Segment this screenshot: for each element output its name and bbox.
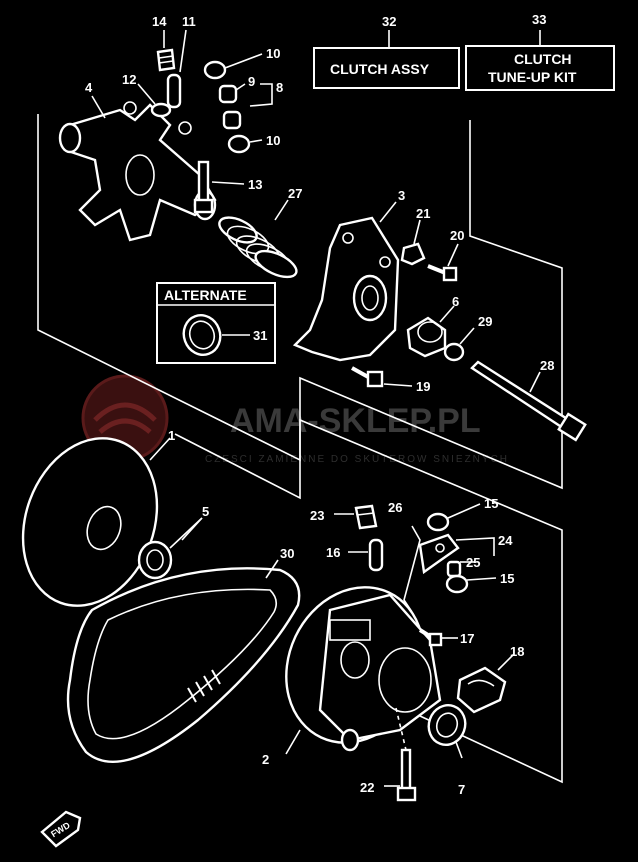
callout-27: 27 — [288, 186, 302, 201]
ring-7[interactable] — [423, 700, 471, 750]
bushing-6[interactable] — [406, 316, 447, 358]
callout-7: 7 — [458, 782, 465, 797]
callout-8: 8 — [276, 80, 283, 95]
nut-10-top[interactable] — [203, 60, 227, 80]
callout-32: 32 — [382, 14, 396, 29]
screw-20[interactable] — [427, 264, 458, 282]
callout-13: 13 — [248, 177, 262, 192]
clutch-assy-box[interactable]: 32 CLUTCH ASSY — [313, 14, 460, 89]
tune-up-kit-label-2: TUNE-UP KIT — [488, 69, 577, 85]
callout-14: 14 — [152, 14, 167, 29]
alternate-box[interactable]: ALTERNATE 31 — [156, 282, 276, 364]
cover-3[interactable] — [292, 216, 400, 362]
screw-17[interactable] — [418, 628, 443, 647]
pin-11[interactable] — [166, 73, 182, 109]
callout-1: 1 — [168, 428, 175, 443]
clutch-assy-label: CLUTCH ASSY — [330, 61, 430, 77]
nut-21[interactable] — [400, 242, 426, 266]
drive-belt-30[interactable] — [66, 567, 301, 763]
callout-6: 6 — [452, 294, 459, 309]
callout-28: 28 — [540, 358, 554, 373]
callout-22: 22 — [360, 780, 374, 795]
tune-up-kit-box[interactable]: 33 CLUTCH TUNE-UP KIT — [465, 12, 615, 91]
roller-25[interactable] — [446, 560, 462, 578]
callout-18: 18 — [510, 644, 524, 659]
nut-10-bottom[interactable] — [227, 134, 251, 154]
callout-19: 19 — [416, 379, 430, 394]
callout-16: 16 — [326, 545, 340, 560]
callout-29: 29 — [478, 314, 492, 329]
weight-24[interactable] — [418, 533, 460, 575]
tune-up-kit-label-1: CLUTCH — [514, 51, 572, 67]
roller-9b[interactable] — [222, 110, 242, 130]
bushing-5[interactable] — [137, 540, 173, 580]
bolt-13[interactable] — [193, 160, 214, 214]
washer-12[interactable] — [150, 102, 172, 118]
callout-26: 26 — [388, 500, 402, 515]
callout-3: 3 — [398, 188, 405, 203]
nut-15-bottom[interactable] — [445, 574, 469, 594]
lower-group-frame — [174, 418, 563, 784]
slider-shoe-18[interactable] — [456, 666, 507, 714]
seal-ring-31[interactable] — [178, 310, 226, 360]
screw-19[interactable] — [351, 366, 384, 388]
bolt-22[interactable] — [396, 748, 417, 802]
callout-11: 11 — [182, 14, 196, 29]
spider-assembly-4[interactable] — [58, 101, 217, 242]
callout-9: 9 — [248, 74, 255, 89]
spring-27[interactable] — [216, 212, 301, 282]
watermark-subtext: CZESCI ZAMIENNE DO SKUTEROW SNIEZNYCH — [205, 454, 509, 465]
cap-14[interactable] — [156, 48, 176, 72]
cap-23[interactable] — [354, 504, 378, 530]
upper-group-frame — [37, 114, 563, 490]
callout-21: 21 — [416, 206, 430, 221]
callout-4: 4 — [85, 80, 93, 95]
roller-9a[interactable] — [218, 84, 238, 104]
callout-15a: 15 — [484, 496, 498, 511]
callout-10a: 10 — [266, 46, 280, 61]
nut-15-top[interactable] — [426, 512, 450, 532]
watermark-text: AMA-SKLEP.PL — [230, 402, 481, 440]
callout-15b: 15 — [500, 571, 514, 586]
alternate-label: ALTERNATE — [164, 287, 247, 303]
washer-29[interactable] — [443, 342, 465, 362]
callout-30: 30 — [280, 546, 294, 561]
callout-31: 31 — [253, 328, 267, 343]
watermark: AMA-SKLEP.PL CZESCI ZAMIENNE DO SKUTEROW… — [81, 374, 509, 465]
movable-sheave-2[interactable] — [261, 565, 448, 766]
pin-16[interactable] — [368, 538, 384, 572]
callout-10b: 10 — [266, 133, 280, 148]
callout-20: 20 — [450, 228, 464, 243]
callout-17: 17 — [460, 631, 474, 646]
long-bolt-28[interactable] — [470, 360, 587, 442]
weight-pin-26[interactable] — [403, 525, 421, 613]
callout-24: 24 — [498, 533, 513, 548]
callout-33: 33 — [532, 12, 546, 27]
callout-5: 5 — [202, 504, 209, 519]
callout-2: 2 — [262, 752, 269, 767]
callout-12: 12 — [122, 72, 136, 87]
fwd-arrow-icon: FWD — [40, 810, 82, 848]
callout-25: 25 — [466, 555, 480, 570]
callout-23: 23 — [310, 508, 324, 523]
